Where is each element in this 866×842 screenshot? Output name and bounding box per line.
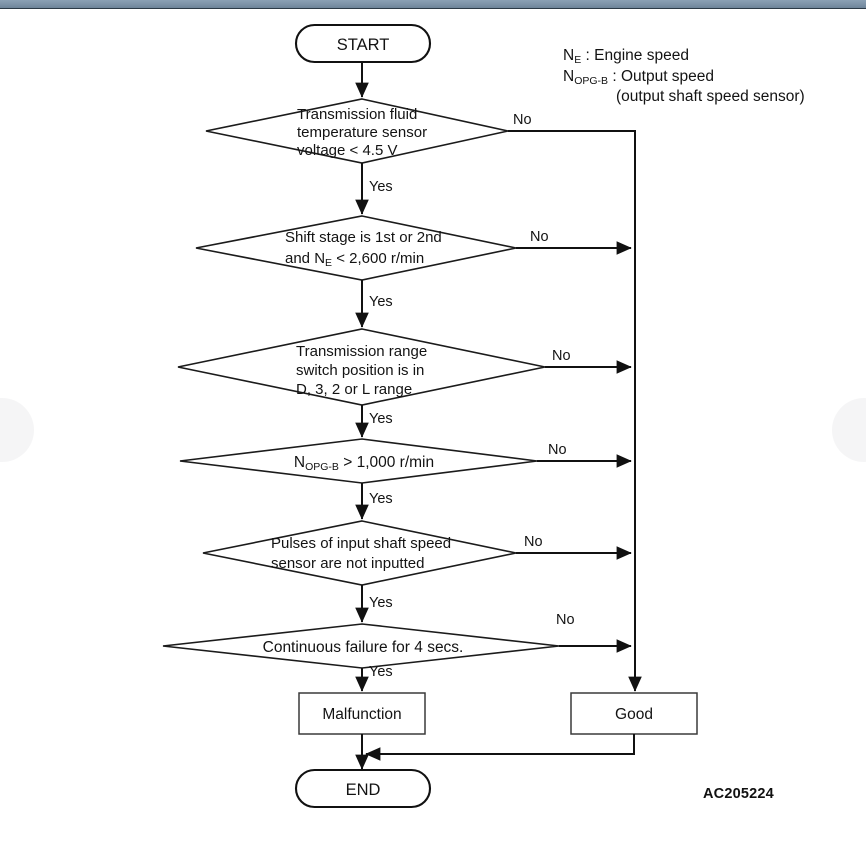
decision-3-line-3: D, 3, 2 or L range (296, 381, 412, 398)
legend-subscript-2: OPG-B (574, 75, 608, 87)
decision-6-no-label: No (556, 612, 575, 628)
start-label: START (337, 36, 390, 54)
decision-5-no-label: No (524, 534, 543, 550)
node-decision-1: Transmission fluid temperature sensor vo… (205, 98, 509, 164)
end-shape (294, 768, 432, 809)
node-malfunction: Malfunction (298, 692, 426, 735)
decision-5-line-2: sensor are not inputted (271, 555, 424, 572)
decision-3-no-label: No (552, 348, 571, 364)
node-decision-2: Shift stage is 1st or 2nd and NE < 2,600… (195, 215, 517, 281)
node-decision-3: Transmission range switch position is in… (177, 328, 546, 406)
decision-1-yes-label: Yes (369, 179, 393, 195)
legend-separator-2: : (608, 68, 621, 85)
connector-d1-no (508, 130, 636, 245)
decision-5-line-1: Pulses of input shaft speed (271, 535, 451, 552)
decision-3-yes-label: Yes (369, 411, 393, 427)
legend-line-3: (output shaft speed sensor) (616, 88, 805, 105)
decision-5-shape (202, 520, 517, 586)
decision-3-line-1: Transmission range (296, 343, 427, 360)
decision-1-line-3: voltage < 4.5 V (297, 142, 398, 159)
good-label: Good (615, 706, 653, 723)
legend-text-2: Output speed (621, 68, 714, 85)
decision-1-line-1: Transmission fluid (297, 106, 417, 123)
node-start: START (294, 23, 432, 64)
decision-6-line-1: Continuous failure for 4 secs. (263, 639, 464, 656)
node-decision-6: Continuous failure for 4 secs. (162, 623, 560, 669)
decision-2-shape (195, 215, 517, 281)
legend-line-1: NE : Engine speed (563, 47, 689, 66)
node-good: Good (570, 692, 698, 735)
legend-symbol-1: N (563, 47, 574, 64)
decision-2-line-2: and NE < 2,600 r/min (285, 250, 424, 269)
legend-symbol-2: N (563, 68, 574, 85)
decision-3-line-2: switch position is in (296, 362, 424, 379)
decision-5-yes-label: Yes (369, 595, 393, 611)
decision-1-no-label: No (513, 112, 532, 128)
decision-6-yes-label: Yes (369, 664, 393, 680)
legend-line-2: NOPG-B : Output speed (563, 68, 714, 87)
legend-subscript-1: E (574, 54, 581, 66)
browser-top-bar (0, 0, 866, 9)
decision-4-yes-label: Yes (369, 491, 393, 507)
decision-1-line-2: temperature sensor (297, 124, 427, 141)
decision-2-line-1: Shift stage is 1st or 2nd (285, 229, 442, 246)
reference-code: AC205224 (703, 786, 774, 802)
end-label: END (346, 781, 381, 799)
node-decision-4: NOPG-B > 1,000 r/min (179, 438, 538, 484)
legend-text-1: Engine speed (594, 47, 689, 64)
decision-4-no-label: No (548, 442, 567, 458)
decision-2-yes-label: Yes (369, 294, 393, 310)
good-shape (570, 692, 698, 735)
node-end: END (294, 768, 432, 809)
legend-separator-1: : (581, 47, 594, 64)
flowchart-diagram: NE : Engine speed NOPG-B : Output speed … (0, 9, 866, 842)
legend: NE : Engine speed NOPG-B : Output speed … (563, 47, 805, 105)
connector-good-merge (365, 734, 635, 761)
decision-4-line-1: NOPG-B > 1,000 r/min (294, 454, 434, 473)
node-decision-5: Pulses of input shaft speed sensor are n… (202, 520, 517, 586)
decision-2-no-label: No (530, 229, 549, 245)
malfunction-label: Malfunction (322, 706, 401, 723)
